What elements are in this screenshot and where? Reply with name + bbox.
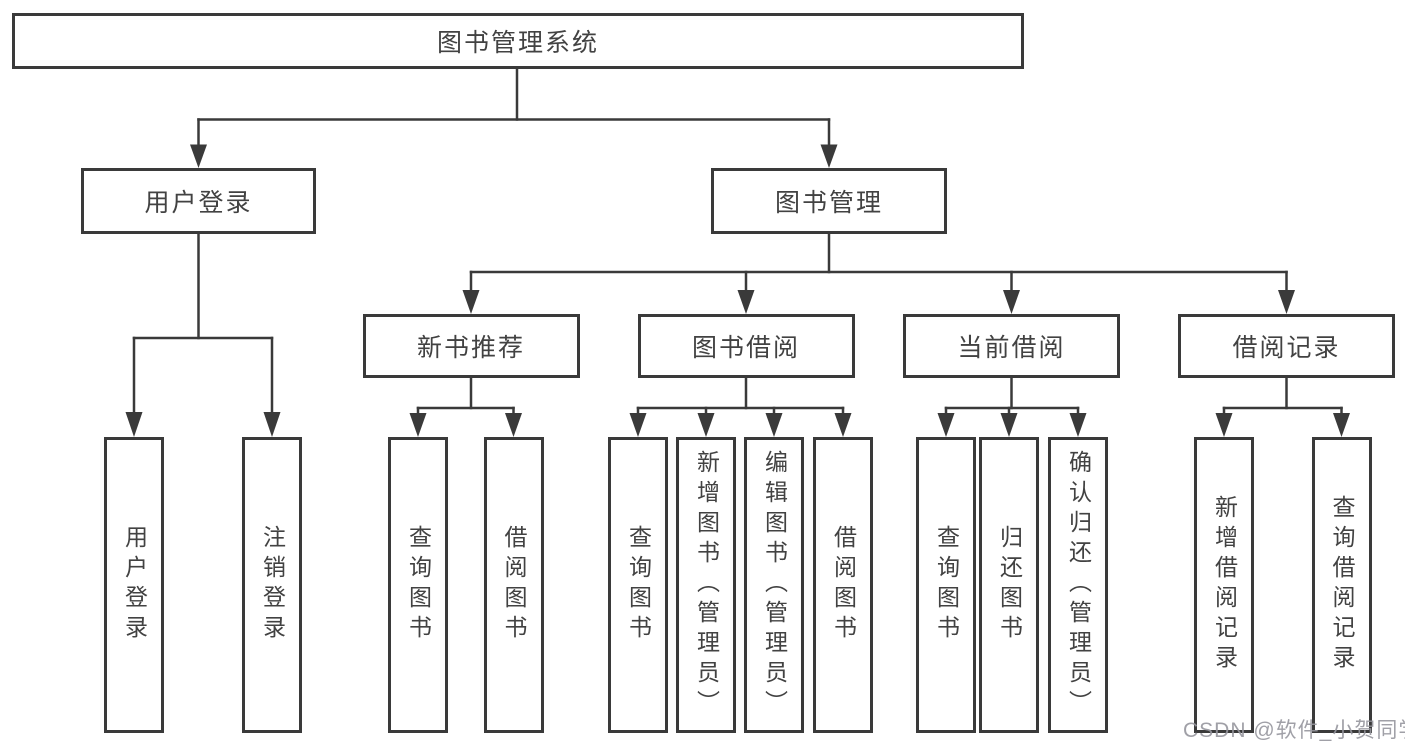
node-user-login: 用户登录 xyxy=(81,168,316,234)
node-label: 用户登录 xyxy=(144,189,253,217)
node-label: 当前借阅 xyxy=(957,334,1066,362)
leaf-label: 新增借阅记录 xyxy=(1211,495,1238,675)
leaf-label: 新增图书（管理员） xyxy=(693,450,720,720)
leaf-label: 借阅图书 xyxy=(830,525,857,645)
node-label: 图书借阅 xyxy=(691,334,800,362)
leaf-label: 查询图书 xyxy=(625,525,652,645)
leaf-query-borrow-record: 查询借阅记录 xyxy=(1311,437,1372,733)
leaf-borrow-books-recommendation: 借阅图书 xyxy=(483,437,544,733)
leaf-add-borrow-record: 新增借阅记录 xyxy=(1194,437,1254,733)
leaf-logout: 注销登录 xyxy=(242,437,302,733)
node-label: 图书管理 xyxy=(774,189,883,217)
leaf-label: 借阅图书 xyxy=(501,525,527,645)
leaf-edit-book-admin: 编辑图书（管理员） xyxy=(744,437,804,733)
node-current-borrowing: 当前借阅 xyxy=(903,314,1120,378)
leaf-user-login: 用户登录 xyxy=(104,437,164,733)
node-label: 借阅记录 xyxy=(1232,334,1341,362)
node-label: 图书管理系统 xyxy=(436,29,599,57)
leaf-query-books-recommendation: 查询图书 xyxy=(388,437,448,733)
leaf-label: 查询借阅记录 xyxy=(1329,495,1355,675)
node-borrowing-records: 借阅记录 xyxy=(1178,314,1395,378)
leaf-label: 归还图书 xyxy=(996,525,1023,645)
node-book-borrowing: 图书借阅 xyxy=(637,314,855,378)
leaf-add-book-admin: 新增图书（管理员） xyxy=(676,437,736,733)
node-book-management: 图书管理 xyxy=(711,168,947,234)
node-label: 新书推荐 xyxy=(416,334,525,362)
watermark: CSDN @软件_小贺同学 xyxy=(1183,719,1405,742)
leaf-label: 用户登录 xyxy=(121,525,148,645)
node-new-book-recommendation: 新书推荐 xyxy=(362,314,580,378)
leaf-label: 确认归还（管理员） xyxy=(1065,450,1092,720)
leaf-label: 编辑图书（管理员） xyxy=(761,450,788,720)
node-library-system: 图书管理系统 xyxy=(12,13,1024,69)
leaf-confirm-return-admin: 确认归还（管理员） xyxy=(1048,437,1108,733)
leaf-borrow-books-borrowing: 借阅图书 xyxy=(813,437,873,733)
leaf-query-books-borrowing: 查询图书 xyxy=(608,437,668,733)
leaf-label: 查询图书 xyxy=(933,525,960,645)
leaf-query-books-current: 查询图书 xyxy=(916,437,976,733)
leaf-label: 查询图书 xyxy=(405,525,432,645)
leaf-label: 注销登录 xyxy=(259,525,286,645)
leaf-return-books: 归还图书 xyxy=(979,437,1039,733)
